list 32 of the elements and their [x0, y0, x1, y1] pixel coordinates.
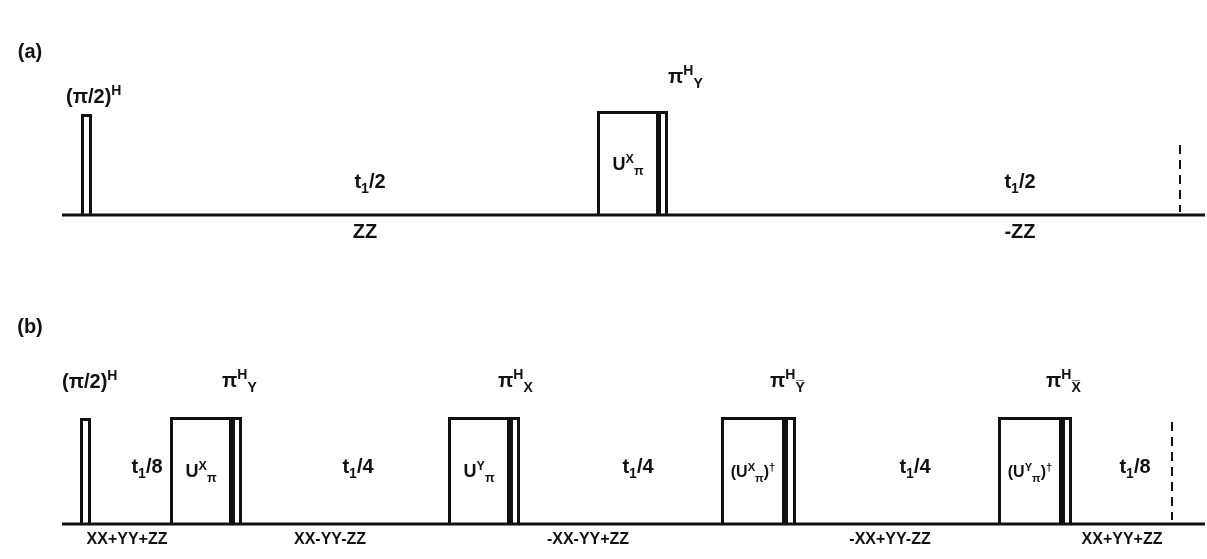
pulse-bar: [785, 417, 796, 524]
operator-label: (U$^{X}$$_{π}$)$^{†}$: [730, 460, 776, 484]
pulse-bar: [80, 418, 91, 524]
operator-label: (U$^{Y}$$_{π}$)$^{†}$: [1007, 460, 1053, 484]
pulse-label: (π/2)$^{H}$: [66, 82, 122, 108]
pulse-bar: [81, 114, 92, 215]
hamiltonian-label: ZZ: [352, 220, 378, 243]
pulse-label: (π/2)$^{H}$: [62, 367, 118, 393]
pulse-box: [448, 417, 510, 524]
pulse-bar: [1062, 417, 1072, 524]
pulse-bar: [510, 417, 520, 524]
pulse-box: [597, 111, 659, 215]
hamiltonian-label: -XX-YY+ZZ: [546, 530, 630, 548]
delay-label: t$_{1}$/2: [1004, 170, 1036, 196]
panel-label: (a): [17, 40, 43, 63]
panel-label: (b): [17, 315, 43, 338]
hamiltonian-label: XX-YY-ZZ: [294, 530, 366, 548]
pulse-box: [998, 417, 1062, 524]
pulse-bar: [658, 111, 668, 215]
delay-label: t$_{1}$/4: [899, 455, 931, 481]
delay-label: t$_{1}$/4: [342, 455, 374, 481]
hamiltonian-label: XX+YY+ZZ: [1081, 530, 1163, 548]
delay-label: t$_{1}$/4: [622, 455, 654, 481]
hamiltonian-label: -ZZ: [1004, 220, 1036, 243]
delay-label: t$_{1}$/8: [1119, 455, 1151, 481]
hamiltonian-label: XX+YY+ZZ: [86, 530, 168, 548]
delay-label: t$_{1}$/8: [131, 455, 163, 481]
pulse-bar: [232, 417, 242, 524]
pulse-box: [170, 417, 232, 524]
hamiltonian-label: -XX+YY-ZZ: [849, 530, 931, 548]
delay-label: t$_{1}$/2: [354, 170, 386, 196]
pulse-box: [721, 417, 785, 524]
